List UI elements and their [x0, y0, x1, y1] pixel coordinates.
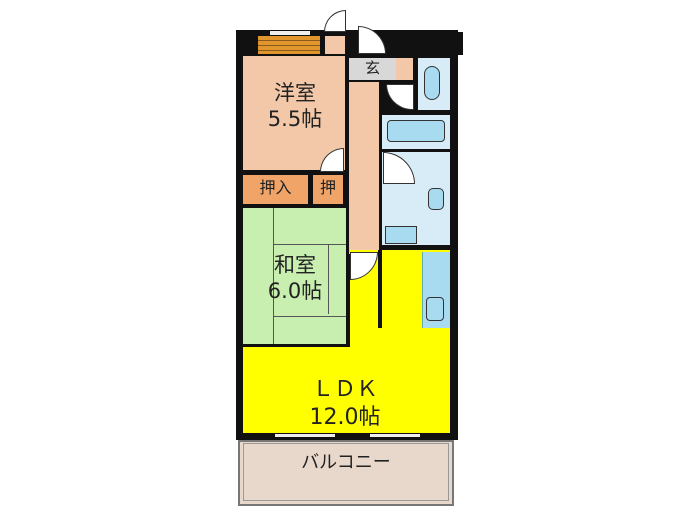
balcony-label: バルコニー — [301, 452, 391, 473]
closet-large-label: 押入 — [259, 178, 292, 197]
bathtub-icon — [387, 120, 445, 142]
sink-icon — [426, 297, 444, 321]
wall-block — [428, 32, 463, 55]
window — [370, 434, 420, 437]
hallway — [349, 82, 379, 254]
entrance — [349, 58, 396, 80]
entrance-label: 玄 — [364, 59, 380, 77]
washing-machine-area — [385, 226, 417, 244]
door[interactable] — [324, 10, 346, 32]
closet-small-label: 押 — [319, 178, 336, 197]
western-room — [243, 56, 345, 170]
washbasin-icon — [428, 188, 444, 210]
closet-small — [313, 175, 343, 204]
window — [270, 31, 310, 35]
western-closet — [258, 36, 320, 54]
entrance-step — [396, 58, 413, 80]
japanese-room — [243, 208, 346, 344]
storage — [325, 36, 345, 54]
balcony — [238, 440, 454, 506]
window — [275, 434, 335, 437]
partition-wall — [378, 250, 382, 328]
toilet-icon — [424, 66, 440, 100]
balcony-inner — [243, 443, 449, 501]
ldk-room — [243, 347, 450, 433]
closet-large — [243, 175, 308, 204]
